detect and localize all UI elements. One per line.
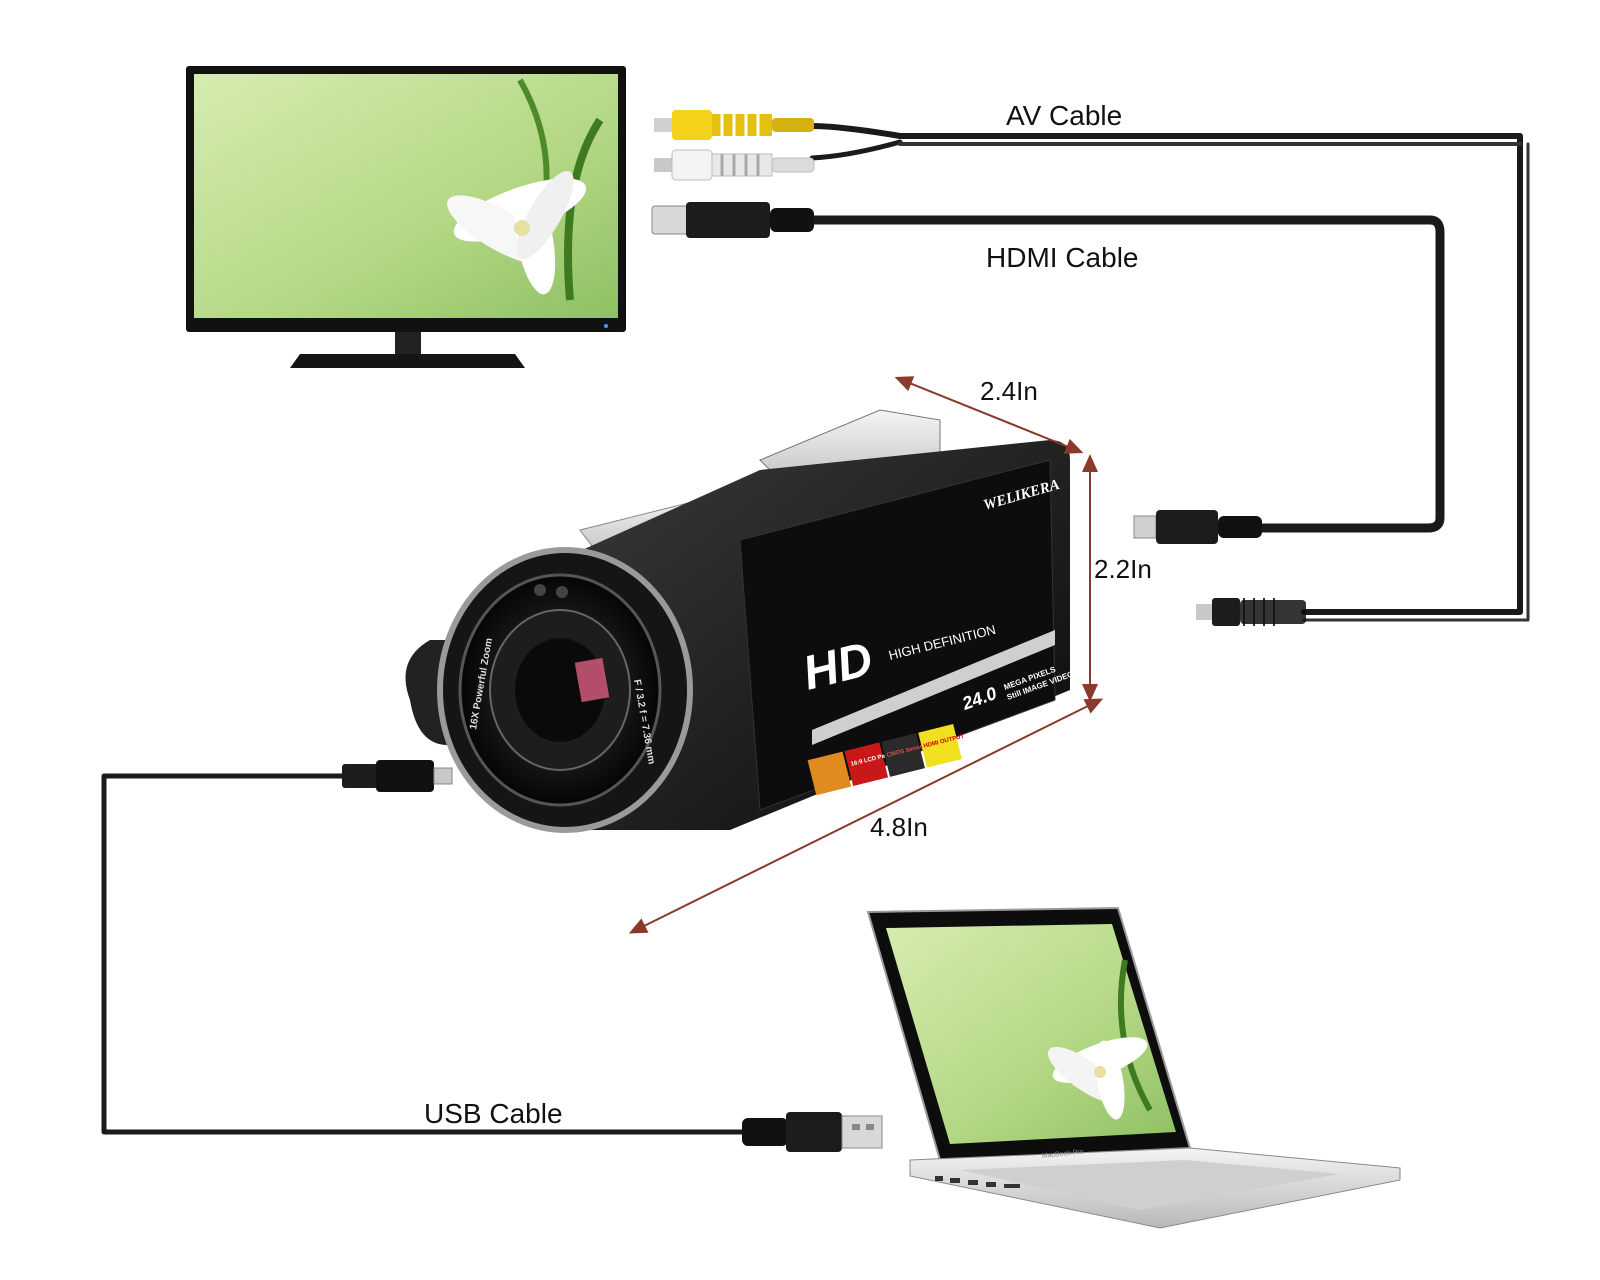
laptop-model-label: MacBook Pro — [1041, 1149, 1084, 1160]
depth-dimension-label: 2.4In — [980, 376, 1038, 406]
av-cable — [809, 123, 1523, 615]
av-cable-label: AV Cable — [1006, 100, 1123, 131]
laptop: MacBook Pro — [866, 906, 1401, 1229]
height-dimension-label: 2.2In — [1094, 554, 1152, 584]
rca-yellow-connector — [654, 110, 814, 140]
mini-usb-connector-icon — [342, 760, 453, 792]
length-dimension-line — [628, 698, 1104, 934]
usb-a-connector-icon — [742, 1112, 883, 1152]
tv-stand-neck — [395, 332, 421, 354]
hdmi-connector-icon — [651, 202, 814, 238]
dimension-lines — [628, 376, 1104, 934]
length-dimension-label: 4.8In — [870, 812, 928, 842]
laptop-ports — [935, 1176, 1020, 1188]
hdmi-cable-label: HDMI Cable — [986, 242, 1139, 273]
lily-flower-image — [447, 78, 604, 301]
usb-cable-label: USB Cable — [424, 1098, 563, 1129]
lens — [437, 547, 693, 833]
laptop-lily-image — [1047, 959, 1153, 1120]
power-led-icon — [604, 324, 608, 328]
mini-hdmi-connector-icon — [1133, 510, 1262, 544]
tv-stand-base — [290, 354, 525, 368]
av-mini-plug-icon — [1196, 598, 1306, 626]
laptop-keyboard-area — [960, 1160, 1340, 1210]
camcorder: WELIKERA HD HIGH DEFINITION 24.0 MEGA PI… — [405, 409, 1075, 833]
tv-monitor — [186, 66, 626, 368]
rca-white-connector — [654, 149, 815, 181]
av-cable-lead — [809, 139, 903, 161]
hdmi-cable — [807, 215, 1445, 533]
depth-dimension-line — [894, 376, 1084, 454]
cables — [101, 123, 1530, 1135]
usb-cable — [101, 773, 745, 1135]
